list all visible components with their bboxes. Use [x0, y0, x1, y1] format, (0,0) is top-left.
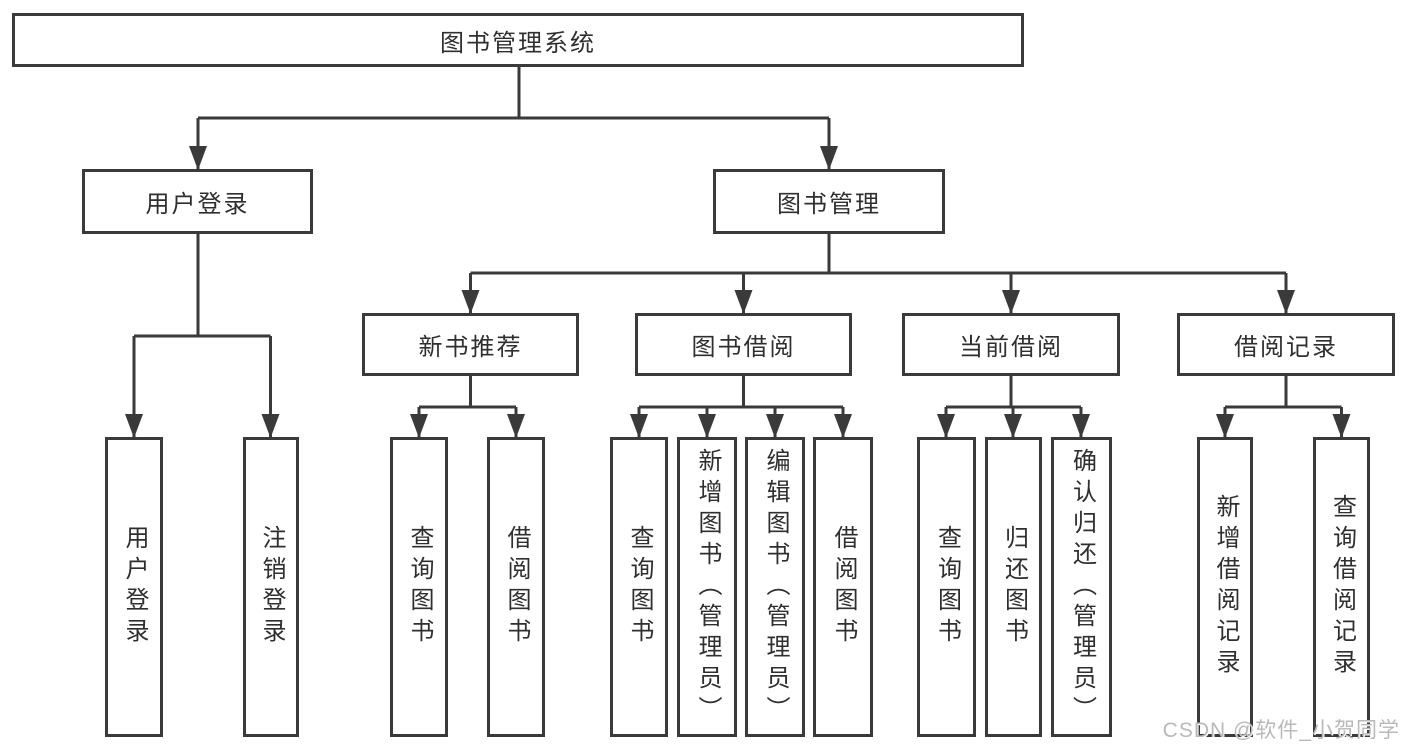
- node-leaf-br-add-record: 新增借阅记录: [1197, 437, 1253, 737]
- connector-group: [125, 67, 1351, 438]
- node-book-management: 图书管理: [713, 169, 945, 234]
- node-leaf-nbr-query-books: 查询图书: [390, 437, 448, 737]
- node-current-borrowing: 当前借阅: [902, 313, 1120, 376]
- node-leaf-cb-return-books: 归还图书: [985, 437, 1042, 737]
- node-user-login: 用户登录: [82, 169, 313, 234]
- node-library-management-system: 图书管理系统: [12, 13, 1024, 67]
- watermark: CSDN @软件_小贺同学: [1162, 719, 1400, 742]
- node-borrowing-records: 借阅记录: [1177, 313, 1395, 376]
- node-book-borrowing: 图书借阅: [635, 313, 852, 376]
- node-leaf-bb-query-books: 查询图书: [610, 437, 668, 737]
- node-leaf-user-login: 用户登录: [105, 437, 163, 737]
- node-leaf-logout: 注销登录: [243, 437, 299, 737]
- node-leaf-bb-edit-books-admin: 编辑图书（管理员）: [745, 437, 805, 737]
- node-leaf-bb-add-books-admin: 新增图书（管理员）: [677, 437, 737, 737]
- node-leaf-br-query-record: 查询借阅记录: [1313, 437, 1370, 737]
- node-leaf-cb-confirm-return-admin: 确认归还（管理员）: [1051, 437, 1112, 737]
- node-leaf-cb-query-books: 查询图书: [917, 437, 976, 737]
- node-new-book-recommend: 新书推荐: [362, 313, 579, 376]
- node-leaf-bb-borrow-books: 借阅图书: [813, 437, 873, 737]
- node-leaf-nbr-borrow-books: 借阅图书: [487, 437, 545, 737]
